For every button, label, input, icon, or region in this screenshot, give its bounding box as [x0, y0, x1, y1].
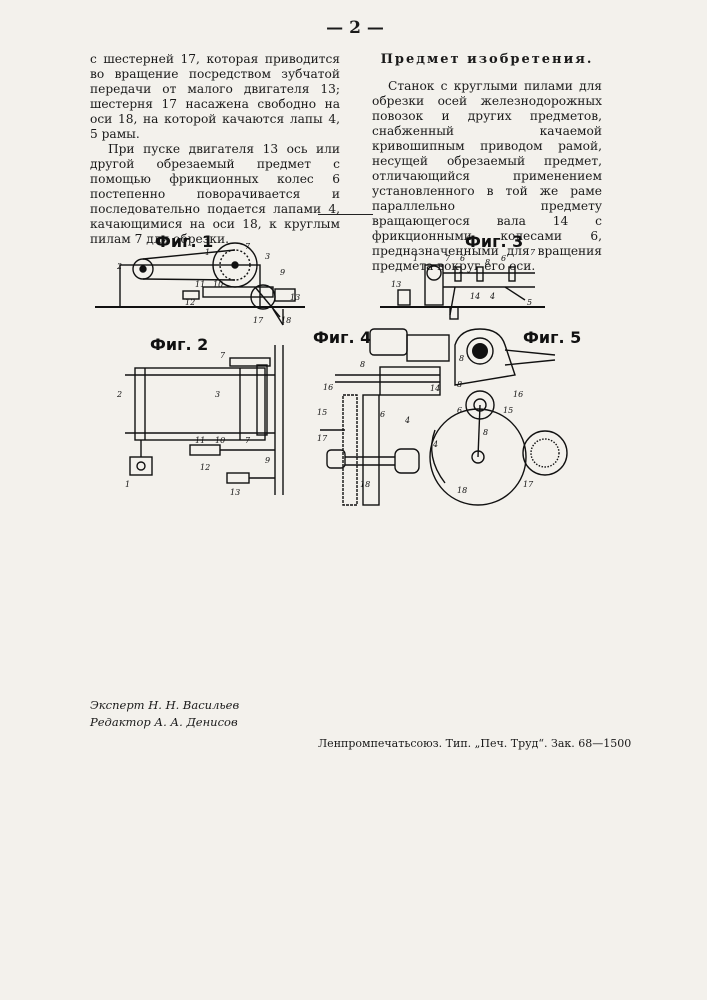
figure-3-drawing: [380, 265, 545, 319]
fig4-num: 6: [380, 410, 385, 419]
section-divider: [318, 214, 373, 215]
fig5-num: 18: [457, 486, 467, 495]
fig2-num: 12: [200, 463, 210, 472]
fig4-num: 14: [430, 384, 440, 393]
expert-credit: Эксперт Н. Н. Васильев: [90, 697, 239, 714]
printer-line: Ленпромпечатьсоюз. Тип. „Печ. Труд“. Зак…: [318, 737, 631, 750]
fig2-num: 2: [116, 390, 122, 399]
fig1-num: 1: [205, 248, 210, 257]
fig3-num: 6: [501, 254, 506, 263]
figure-4-label: Фиг. 4: [313, 328, 371, 347]
fig5-num: 4: [432, 440, 438, 449]
fig2-num: 9: [265, 456, 270, 465]
fig5-num: 16: [513, 390, 523, 399]
fig3-num: 5: [527, 298, 532, 307]
editor-credit: Редактор А. А. Денисов: [90, 714, 239, 731]
patent-figures: Фиг. 1 Фиг. 2 Фиг. 3 Фиг. 4 Фиг. 5 2 1 7…: [95, 225, 595, 515]
fig4-num: 17: [317, 434, 328, 443]
left-column: с шестерней 17, которая приводится во вр…: [90, 52, 340, 247]
fig5-num: 6: [457, 406, 462, 415]
left-paragraph-1: с шестерней 17, которая приводится во вр…: [90, 52, 340, 142]
fig2-num: 3: [215, 390, 220, 399]
fig1-num: 3: [265, 252, 270, 261]
fig5-num: 17: [523, 480, 534, 489]
figure-5-label: Фиг. 5: [523, 328, 581, 347]
fig4-num: 18: [360, 480, 370, 489]
fig4-num: 8: [360, 360, 365, 369]
fig3-num: 14: [470, 292, 480, 301]
fig1-num: 13: [290, 293, 300, 302]
fig1-num: 18: [281, 316, 291, 325]
figure-5-drawing: [430, 329, 567, 505]
fig5-num: 8: [457, 380, 462, 389]
fig2-num: 1: [125, 480, 130, 489]
figure-3-label: Фиг. 3: [465, 232, 523, 251]
fig4-num: 15: [317, 408, 327, 417]
fig5-num: 8: [483, 428, 488, 437]
figure-2-drawing: [125, 345, 283, 495]
fig2-num: 13: [230, 488, 240, 497]
fig1-num: 2: [116, 262, 122, 271]
fig3-num: 1: [413, 254, 418, 263]
credits: Эксперт Н. Н. Васильев Редактор А. А. Де…: [90, 697, 239, 731]
fig2-num: 7: [220, 351, 226, 360]
fig1-num: 9: [280, 268, 285, 277]
fig1-num: 11: [195, 280, 205, 289]
fig3-num: 7: [445, 254, 451, 263]
fig5-num: 15: [503, 406, 513, 415]
fig2-num: 11: [195, 436, 205, 445]
claims-heading: Предмет изобретения.: [372, 52, 602, 67]
fig3-num: 8: [485, 258, 490, 267]
fig5-num: 8: [459, 354, 464, 363]
fig3-num: 4: [489, 292, 495, 301]
fig3-num: 7: [530, 248, 536, 257]
figure-2-label: Фиг. 2: [150, 335, 208, 354]
fig4-num: 4: [404, 416, 410, 425]
fig1-num: 10: [213, 280, 223, 289]
fig1-num: 17: [253, 316, 264, 325]
page-number: — 2 —: [320, 18, 390, 38]
fig3-num: 13: [391, 280, 401, 289]
fig4-num: 16: [323, 383, 333, 392]
fig1-num: 12: [185, 298, 195, 307]
fig3-num: 6: [460, 254, 465, 263]
fig2-num: 10: [215, 436, 225, 445]
